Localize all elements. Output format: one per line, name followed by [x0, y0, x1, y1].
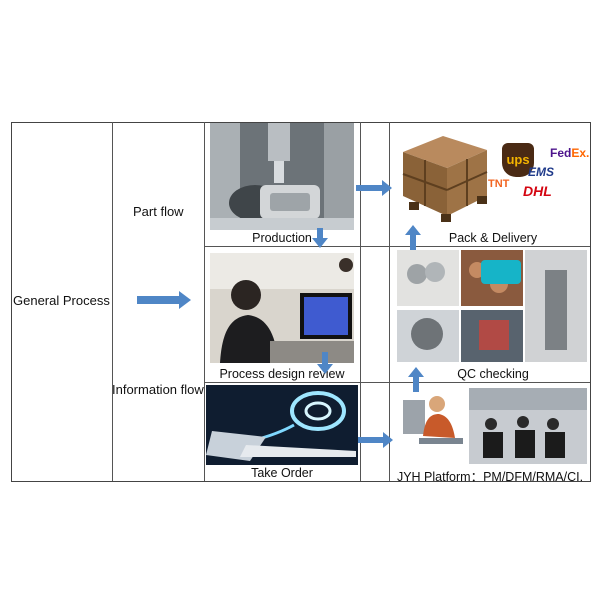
grid-line [204, 246, 590, 247]
diagram-border [11, 122, 591, 482]
arrow-right-icon [358, 432, 393, 448]
qc-checking-caption: QC checking [457, 367, 529, 381]
general-process-label: General Process [13, 293, 110, 308]
grid-line [204, 122, 205, 481]
part-flow-label: Part flow [133, 204, 184, 219]
jyh-platform-caption: JYH Platform：PM/DFM/RMA/CI. [396, 470, 584, 484]
grid-line [112, 122, 113, 481]
arrow-right-icon [137, 291, 191, 309]
ups-logo: ups [502, 143, 534, 177]
ems-logo: EMS [528, 165, 555, 179]
arrow-down-icon [312, 228, 328, 248]
grid-line [360, 122, 361, 481]
wooden-crate-photo [395, 130, 495, 224]
production-caption: Production [252, 231, 312, 245]
process-diagram: General Process Part flow Information fl… [11, 122, 591, 484]
grid-line [389, 122, 390, 481]
production-photo [210, 123, 354, 230]
tnt-logo: TNT [488, 178, 510, 190]
pack-delivery-caption: Pack & Delivery [448, 231, 538, 245]
fedex-logo: FedEx. [550, 146, 590, 160]
arrow-down-icon [317, 352, 333, 374]
arrow-right-icon [356, 180, 392, 196]
take-order-photo [206, 385, 358, 465]
flow-arrows [137, 180, 424, 448]
dhl-logo: DHL [523, 183, 552, 199]
process-design-photo [210, 253, 354, 363]
grid-line [204, 382, 590, 383]
qc-checking-photos [395, 250, 589, 364]
information-flow-label: Information flow [112, 382, 204, 397]
process-design-caption: Process design review [219, 367, 345, 381]
jyh-platform-photo [393, 386, 587, 466]
arrow-up-icon [408, 367, 424, 392]
arrow-up-icon [405, 225, 421, 250]
take-order-caption: Take Order [251, 466, 313, 480]
